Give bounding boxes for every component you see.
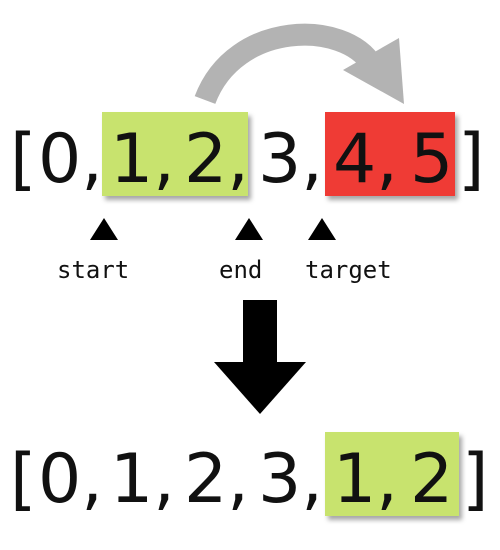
bottom-element-5: 2 <box>410 440 453 519</box>
top-element-3: 3, <box>258 120 323 199</box>
top-open-bracket: [ <box>10 120 37 199</box>
down-arrow-shaft-icon <box>243 300 277 362</box>
bottom-element-0: 0, <box>38 440 103 519</box>
bottom-element-3: 3, <box>258 440 323 519</box>
target-label: target <box>305 256 392 284</box>
top-element-2: 2, <box>184 120 249 199</box>
down-arrow-head-icon <box>214 362 306 414</box>
curved-arrow-head-icon <box>343 38 404 104</box>
source-range-box <box>102 112 248 196</box>
top-element-0: 0, <box>38 120 103 199</box>
bottom-element-4: 1, <box>333 440 398 519</box>
end-pointer-icon <box>235 218 263 240</box>
bottom-close-bracket: ] <box>462 440 489 519</box>
top-element-1: 1, <box>110 120 175 199</box>
bottom-element-1: 1, <box>110 440 175 519</box>
top-element-5: 5 <box>410 120 453 199</box>
start-pointer-icon <box>90 218 118 240</box>
target-range-box <box>325 112 455 196</box>
target-pointer-icon <box>308 218 336 240</box>
result-range-box <box>325 432 459 516</box>
top-close-bracket: ] <box>458 120 485 199</box>
bottom-open-bracket: [ <box>10 440 37 519</box>
end-label: end <box>219 256 262 284</box>
bottom-element-2: 2, <box>184 440 249 519</box>
curved-move-arrow-icon <box>194 23 382 105</box>
start-label: start <box>57 256 129 284</box>
top-element-4: 4, <box>333 120 398 199</box>
